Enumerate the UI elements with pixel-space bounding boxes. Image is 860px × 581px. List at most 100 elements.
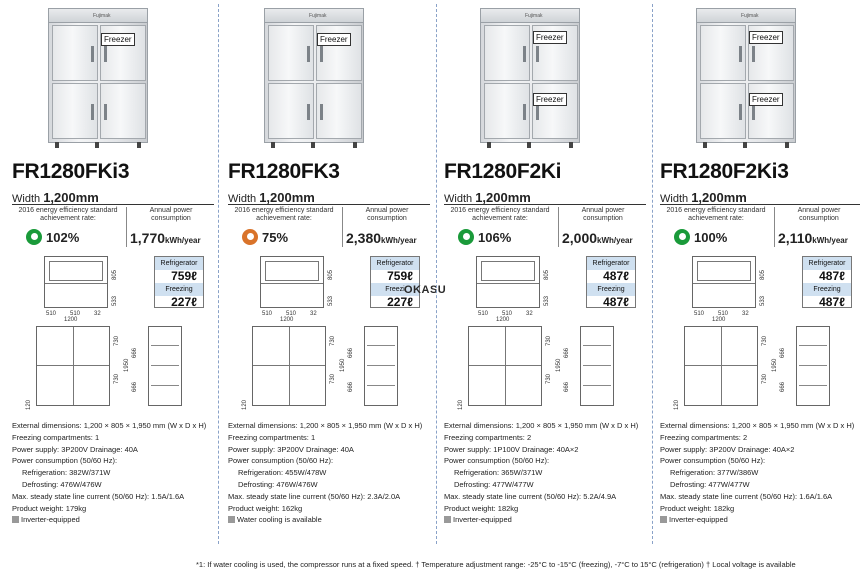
width-spec: Width 1,200mm (660, 190, 747, 205)
feature-note: Inverter-equipped (444, 514, 654, 526)
annual-power-label: Annual power consumption (797, 207, 841, 222)
fridge-door (748, 83, 794, 139)
spec-list: External dimensions: 1,200 × 805 × 1,950… (12, 420, 222, 526)
efficiency-value: 75% (262, 230, 289, 245)
spec-list: External dimensions: 1,200 × 805 × 1,950… (444, 420, 654, 526)
top-view-diagram (692, 256, 756, 308)
fridge-door (52, 25, 98, 81)
dim-label: 1950 (772, 358, 778, 372)
divider (444, 204, 646, 205)
dim-label: 730 (546, 373, 552, 384)
annual-power-label: Annual power consumption (365, 207, 409, 222)
dim-label: 666 (348, 347, 354, 358)
product-column: Fujimak Freezer FR1280FKi3 Width 1,200mm… (6, 0, 216, 548)
side-view-diagram (148, 326, 182, 406)
annual-power-label: Annual power consumption (581, 207, 625, 222)
column-separator (436, 4, 437, 544)
dim-label: 730 (546, 335, 552, 346)
energy-box: 2016 energy efficiency standard achievem… (444, 207, 644, 247)
dim-label: 730 (114, 373, 120, 384)
top-view-diagram (476, 256, 540, 308)
dim-label: 32 (94, 311, 101, 317)
dim-label: 510 (694, 311, 705, 317)
annual-power-value: 2,000kWh/year (562, 230, 633, 246)
efficiency-value: 102% (46, 230, 80, 245)
watermark-logo: OKASU (404, 284, 447, 296)
dim-label: 730 (330, 373, 336, 384)
fridge-door (316, 83, 362, 139)
model-name: FR1280F2Ki (444, 160, 562, 183)
dim-label: 805 (112, 269, 118, 280)
annual-power-value: 1,770kWh/year (130, 230, 201, 246)
fridge-door (100, 83, 146, 139)
efficiency-label: 2016 energy efficiency standard achievem… (666, 207, 766, 222)
freezer-tag: Freezer (317, 33, 351, 46)
efficiency-label: 2016 energy efficiency standard achievem… (18, 207, 118, 222)
divider (228, 204, 430, 205)
dim-label: 1200 (64, 317, 78, 323)
capacity-label: Refrigerator (371, 257, 419, 270)
feature-note: Inverter-equipped (660, 514, 860, 526)
dim-label: 1200 (280, 317, 294, 323)
efficiency-label: 2016 energy efficiency standard achievem… (450, 207, 550, 222)
efficiency-label: 2016 energy efficiency standard achievem… (234, 207, 334, 222)
capacity-value: 227ℓ (387, 295, 413, 309)
annual-power-value: 2,110kWh/year (778, 230, 848, 246)
square-bullet-icon (228, 516, 235, 524)
dim-label: 666 (564, 347, 570, 358)
side-view-diagram (580, 326, 614, 406)
dim-label: 120 (674, 399, 680, 410)
fridge-door (484, 25, 530, 81)
dim-label: 1950 (556, 358, 562, 372)
dim-label: 805 (760, 269, 766, 280)
model-name: FR1280FKi3 (12, 160, 130, 183)
fridge-illustration: Fujimak Freezer (48, 8, 148, 148)
energy-leaf-icon (26, 229, 42, 245)
dim-label: 533 (760, 295, 766, 306)
capacity-value: 487ℓ (603, 295, 629, 309)
capacity-label: Freezing (803, 283, 851, 296)
fridge-door (268, 25, 314, 81)
dim-label: 32 (310, 311, 317, 317)
annual-power-value: 2,380kWh/year (346, 230, 417, 246)
model-name: FR1280FK3 (228, 160, 340, 183)
dim-label: 510 (46, 311, 57, 317)
dim-label: 805 (328, 269, 334, 280)
capacity-label: Freezing (155, 283, 203, 296)
dim-label: 730 (762, 373, 768, 384)
capacity-value: 487ℓ (819, 269, 845, 283)
dim-label: 120 (458, 399, 464, 410)
dim-label: 533 (112, 295, 118, 306)
top-view-diagram (44, 256, 108, 308)
capacity-label: Refrigerator (587, 257, 635, 270)
spec-list: External dimensions: 1,200 × 805 × 1,950… (660, 420, 860, 526)
top-view-diagram (260, 256, 324, 308)
capacity-label: Freezi (371, 283, 419, 296)
dim-label: 666 (780, 381, 786, 392)
capacity-value: 487ℓ (819, 295, 845, 309)
front-view-diagram (252, 326, 326, 406)
dim-label: 1200 (712, 317, 726, 323)
capacity-value: 227ℓ (171, 295, 197, 309)
spec-list: External dimensions: 1,200 × 805 × 1,950… (228, 420, 438, 526)
dim-label: 666 (132, 381, 138, 392)
fridge-door (700, 83, 746, 139)
energy-box: 2016 energy efficiency standard achievem… (12, 207, 212, 247)
dim-label: 666 (348, 381, 354, 392)
energy-leaf-icon (242, 229, 258, 245)
fridge-door (532, 83, 578, 139)
dim-label: 533 (544, 295, 550, 306)
dim-label: 510 (262, 311, 273, 317)
divider (660, 204, 860, 205)
efficiency-value: 100% (694, 230, 728, 245)
dim-label: 510 (70, 311, 81, 317)
front-view-diagram (468, 326, 542, 406)
energy-box: 2016 energy efficiency standard achievem… (660, 207, 860, 247)
energy-leaf-icon (458, 229, 474, 245)
dim-label: 510 (286, 311, 297, 317)
square-bullet-icon (12, 516, 19, 524)
